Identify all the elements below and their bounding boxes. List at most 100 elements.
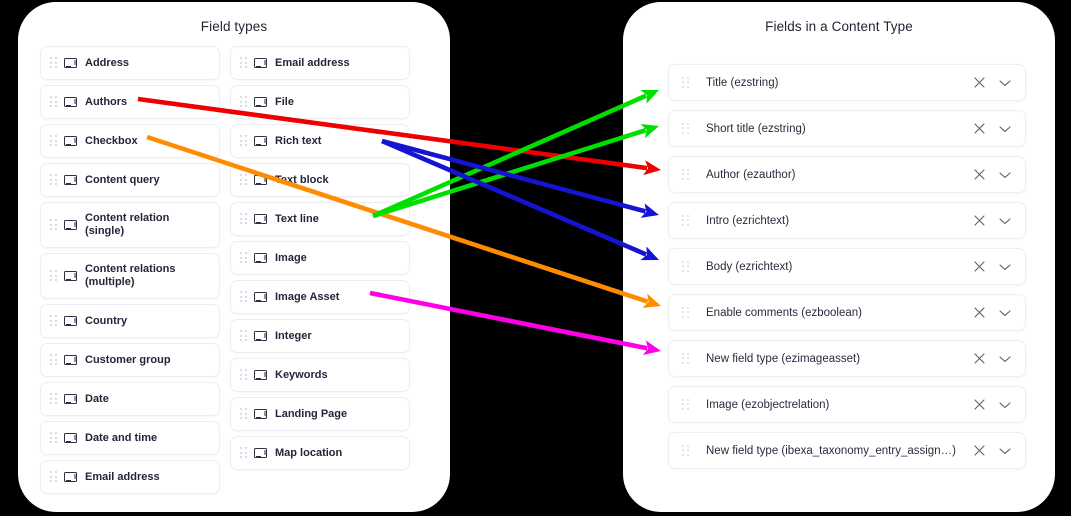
drag-handle-icon[interactable] [49,470,58,484]
drag-handle-icon[interactable] [681,168,690,181]
close-icon[interactable] [969,349,989,369]
drag-handle-icon[interactable] [681,122,690,135]
field-type-item[interactable]: Content query [40,163,220,197]
chevron-down-icon[interactable] [995,73,1015,93]
chevron-down-icon[interactable] [995,211,1015,231]
field-type-label: Integer [275,329,312,342]
drag-handle-icon[interactable] [239,446,248,460]
field-type-item[interactable]: Content relation (single) [40,202,220,248]
field-type-item[interactable]: Customer group [40,343,220,377]
content-type-field-row[interactable]: Title (ezstring) [668,64,1026,101]
field-type-item[interactable]: Landing Page [230,397,410,431]
field-type-icon [254,252,268,264]
field-type-icon [254,96,268,108]
drag-handle-icon[interactable] [239,368,248,382]
field-type-item[interactable]: Integer [230,319,410,353]
drag-handle-icon[interactable] [681,214,690,227]
field-type-item[interactable]: Keywords [230,358,410,392]
drag-handle-icon[interactable] [49,392,58,406]
field-type-icon [64,315,78,327]
drag-handle-icon[interactable] [49,218,58,232]
drag-handle-icon[interactable] [239,95,248,109]
drag-handle-icon[interactable] [49,134,58,148]
drag-handle-icon[interactable] [681,352,690,365]
content-type-field-row[interactable]: Author (ezauthor) [668,156,1026,193]
content-type-field-row[interactable]: New field type (ibexa_taxonomy_entry_ass… [668,432,1026,469]
close-icon[interactable] [969,119,989,139]
drag-handle-icon[interactable] [49,431,58,445]
close-icon[interactable] [969,211,989,231]
field-type-label: Authors [85,95,128,108]
field-type-item[interactable]: Country [40,304,220,338]
close-icon[interactable] [969,395,989,415]
drag-handle-icon[interactable] [239,173,248,187]
drag-handle-icon[interactable] [681,444,690,457]
field-type-item[interactable]: Image [230,241,410,275]
field-type-icon [254,57,268,69]
field-type-label: Image Asset [275,290,340,303]
drag-handle-icon[interactable] [49,353,58,367]
field-type-item[interactable]: Email address [230,46,410,80]
drag-handle-icon[interactable] [49,95,58,109]
drag-handle-icon[interactable] [239,329,248,343]
field-type-item[interactable]: File [230,85,410,119]
field-type-item[interactable]: Date [40,382,220,416]
content-type-field-row[interactable]: Enable comments (ezboolean) [668,294,1026,331]
drag-handle-icon[interactable] [49,56,58,70]
field-type-label: Text line [275,212,319,225]
drag-handle-icon[interactable] [681,260,690,273]
close-icon[interactable] [969,257,989,277]
chevron-down-icon[interactable] [995,349,1015,369]
close-icon[interactable] [969,303,989,323]
drag-handle-icon[interactable] [49,269,58,283]
field-type-item[interactable]: Content relations (multiple) [40,253,220,299]
field-type-item[interactable]: Map location [230,436,410,470]
content-type-field-row[interactable]: New field type (ezimageasset) [668,340,1026,377]
field-type-icon [254,174,268,186]
field-type-label: Keywords [275,368,328,381]
drag-handle-icon[interactable] [239,134,248,148]
field-type-icon [254,408,268,420]
field-type-item[interactable]: Rich text [230,124,410,158]
drag-handle-icon[interactable] [681,306,690,319]
drag-handle-icon[interactable] [239,251,248,265]
chevron-down-icon[interactable] [995,395,1015,415]
chevron-down-icon[interactable] [995,165,1015,185]
content-type-field-row[interactable]: Short title (ezstring) [668,110,1026,147]
field-type-item[interactable]: Date and time [40,421,220,455]
drag-handle-icon[interactable] [239,56,248,70]
chevron-down-icon[interactable] [995,441,1015,461]
chevron-down-icon[interactable] [995,257,1015,277]
field-type-item[interactable]: Address [40,46,220,80]
content-type-field-row[interactable]: Body (ezrichtext) [668,248,1026,285]
field-type-label: Map location [275,446,343,459]
drag-handle-icon[interactable] [49,314,58,328]
field-type-item[interactable]: Email address [40,460,220,494]
close-icon[interactable] [969,73,989,93]
field-type-icon [64,432,78,444]
field-types-title: Field types [200,19,268,34]
field-type-item[interactable]: Checkbox [40,124,220,158]
chevron-down-icon[interactable] [995,119,1015,139]
drag-handle-icon[interactable] [681,76,690,89]
close-icon[interactable] [969,441,989,461]
content-type-field-label: New field type (ezimageasset) [706,352,861,365]
content-type-fields-panel: Fields in a Content Type Title (ezstring… [623,2,1055,512]
drag-handle-icon[interactable] [239,290,248,304]
chevron-down-icon[interactable] [995,303,1015,323]
close-icon[interactable] [969,165,989,185]
content-type-field-row[interactable]: Image (ezobjectrelation) [668,386,1026,423]
drag-handle-icon[interactable] [239,407,248,421]
drag-handle-icon[interactable] [239,212,248,226]
content-type-field-row[interactable]: Intro (ezrichtext) [668,202,1026,239]
drag-handle-icon[interactable] [49,173,58,187]
field-type-item[interactable]: Text block [230,163,410,197]
field-type-label: Landing Page [275,407,348,420]
field-type-item[interactable]: Authors [40,85,220,119]
field-type-item[interactable]: Text line [230,202,410,236]
content-type-field-label: Enable comments (ezboolean) [706,306,862,319]
drag-handle-icon[interactable] [681,398,690,411]
field-type-item[interactable]: Image Asset [230,280,410,314]
